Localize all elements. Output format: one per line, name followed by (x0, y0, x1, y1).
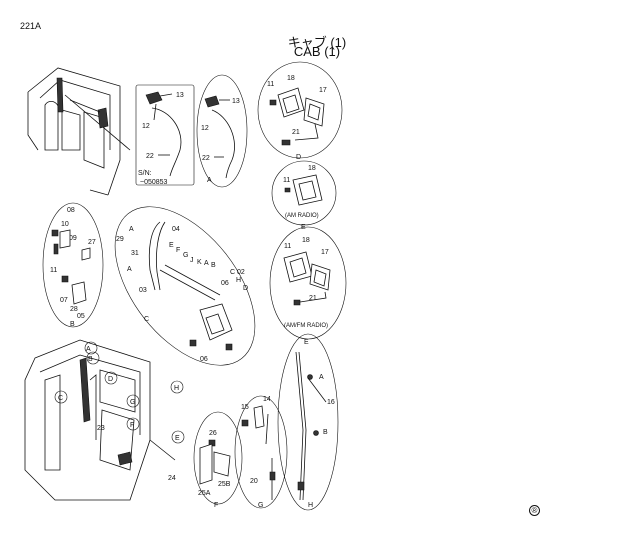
detail-ellipse-f: 26 25B 25A F (193, 411, 243, 509)
page-code: 221A (20, 21, 42, 31)
detail-ellipse-h: A 16 B H (277, 333, 339, 511)
view-letter-h: H (308, 502, 313, 509)
part-label-27: 27 (88, 239, 96, 246)
cab-overview-top (27, 67, 131, 196)
part-label-14: 14 (263, 396, 271, 403)
part-label-13-a: 13 (232, 98, 240, 105)
view-letter-a-c1: A (129, 226, 134, 233)
part-label-12: 12 (142, 123, 150, 130)
part-label-05: 05 (77, 313, 85, 320)
detail-ellipse-c: 04 29 A 31 A 03 C E F G J K A B C H D 02… (114, 206, 256, 366)
view-letter-a-c2: A (127, 266, 132, 273)
detail-ellipse-a: 13 12 22 A (196, 74, 248, 188)
view-letter-e-amfm: E (304, 339, 309, 346)
callout-d: D (108, 376, 113, 383)
part-label-02: 02 (237, 269, 245, 276)
callout-f: F (130, 422, 134, 429)
part-label-22-a: 22 (202, 155, 210, 162)
title-japanese: キャブ (1) (287, 35, 347, 50)
view-letter-d: D (296, 154, 301, 161)
view-letter-f: F (214, 502, 218, 509)
registered-mark: ® (529, 505, 540, 516)
part-label-04: 04 (172, 226, 180, 233)
part-label-17-d: 17 (319, 87, 327, 94)
part-label-28: 28 (70, 306, 78, 313)
part-label-08: 08 (67, 207, 75, 214)
arm-letter-c: C (230, 269, 235, 276)
arm-letter-g: G (183, 252, 188, 259)
detail-ellipse-g: 14 15 20 G (234, 395, 288, 509)
part-label-06-c: 06 (221, 280, 229, 287)
view-letter-g: G (258, 502, 263, 509)
caption-amfm-radio: (AM/FM RADIO) (284, 323, 328, 329)
arm-letter-b: B (211, 262, 216, 269)
part-label-20: 20 (250, 478, 258, 485)
part-label-18-amfm: 18 (302, 237, 310, 244)
part-label-23: 23 (97, 425, 105, 432)
part-label-31: 31 (131, 250, 139, 257)
part-label-26: 26 (209, 430, 217, 437)
arm-letter-e: E (169, 242, 174, 249)
part-label-18-am: 18 (308, 165, 316, 172)
part-label-21-amfm: 21 (309, 295, 317, 302)
part-label-18-d: 18 (287, 75, 295, 82)
part-label-25b: 25B (218, 481, 231, 488)
view-letter-a-h: A (319, 374, 324, 381)
part-label-13: 13 (176, 92, 184, 99)
arm-letter-a: A (204, 260, 209, 267)
detail-box-wire-sn: 13 12 22 S/N: ~050853 (135, 84, 195, 186)
view-letter-a: A (207, 177, 212, 184)
part-label-24: 24 (168, 475, 176, 482)
view-letter-c: C (144, 316, 149, 323)
part-label-12-a: 12 (201, 125, 209, 132)
arm-letter-h: H (236, 277, 241, 284)
part-label-17-amfm: 17 (321, 249, 329, 256)
part-label-09: 09 (69, 235, 77, 242)
part-label-11-am: 11 (283, 177, 290, 184)
part-label-25a: 25A (198, 490, 211, 497)
part-label-15: 15 (241, 404, 249, 411)
part-label-07: 07 (60, 297, 68, 304)
callout-e: E (175, 435, 180, 442)
callout-a: A (86, 346, 91, 353)
arm-letter-f: F (176, 247, 180, 254)
part-label-11-d: 11 (267, 81, 274, 88)
callout-g: G (130, 399, 135, 406)
callout-h: H (174, 385, 179, 392)
part-label-22: 22 (146, 153, 154, 160)
detail-ellipse-b: 08 10 09 27 11 07 28 05 B (42, 202, 104, 328)
arm-letter-j: J (190, 257, 194, 264)
callout-c: C (58, 395, 63, 402)
caption-am-radio: (AM RADIO) (285, 213, 319, 219)
part-label-29: 29 (116, 236, 124, 243)
serial-note-line2: ~050853 (140, 179, 168, 186)
part-label-11-amfm: 11 (284, 243, 291, 250)
detail-ellipse-am-radio: 11 18 (AM RADIO) E (271, 160, 337, 231)
callout-b: B (88, 356, 93, 363)
part-label-16: 16 (327, 399, 335, 406)
part-label-10: 10 (61, 221, 69, 228)
arm-letter-k: K (197, 259, 202, 266)
part-label-11-b: 11 (50, 267, 57, 274)
detail-ellipse-d: 11 18 17 21 D (257, 61, 343, 161)
arm-letter-d: D (243, 285, 248, 292)
part-label-21-d: 21 (292, 129, 300, 136)
cab-overview-bottom: 23 24 B A D H C G F E (24, 339, 185, 501)
title-english: CAB (1) (293, 44, 341, 59)
part-label-03: 03 (139, 287, 147, 294)
view-letter-b: B (70, 321, 75, 328)
view-letter-b-h: B (323, 429, 328, 436)
detail-ellipse-amfm-radio: 11 18 17 21 (AM/FM RADIO) E (269, 226, 347, 346)
serial-note-line1: S/N: (138, 170, 152, 177)
part-label-06-bottom: 06 (200, 356, 208, 363)
